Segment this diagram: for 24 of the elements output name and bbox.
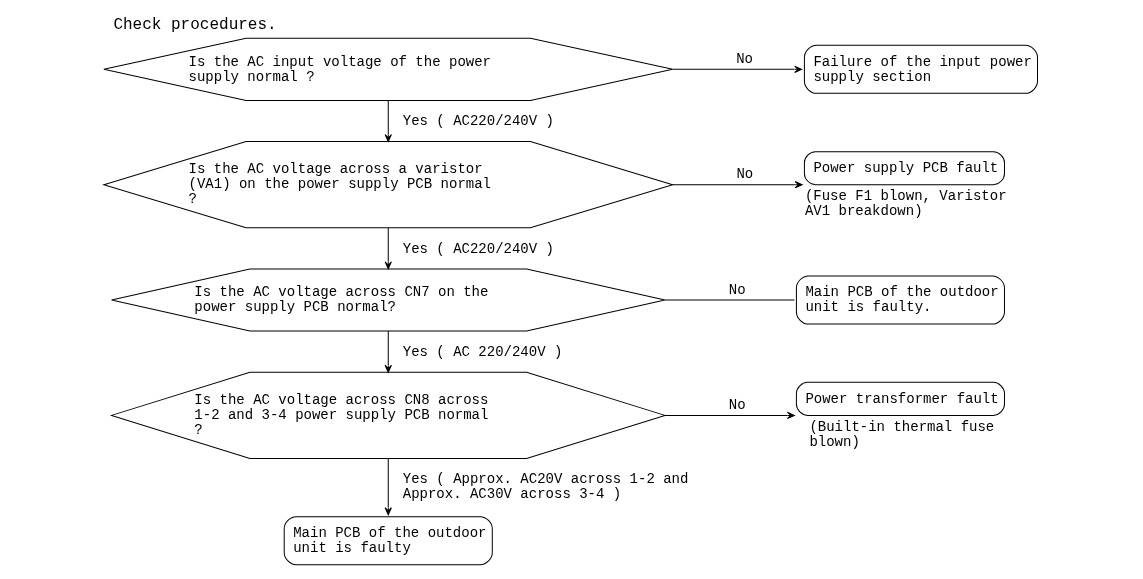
edge-label: No [736, 166, 754, 183]
node-box: Power transformer fault [795, 381, 1005, 416]
node-box: Failure of the input power supply section [803, 44, 1038, 94]
node-label: (Fuse F1 blown, Varistor AV1 breakdown) [804, 187, 1007, 219]
arrow [384, 330, 392, 373]
edge-label: Yes ( Approx. AC20V across 1-2 and Approx. AC30V across 3-4 ) [402, 470, 689, 502]
node-box: Power supply PCB fault [803, 151, 1005, 186]
edge-label: No [736, 51, 754, 68]
arrow [384, 227, 392, 270]
edge-label: Yes ( AC220/240V ) [402, 240, 554, 257]
node-box: Main PCB of the outdoor unit is faulty [283, 516, 493, 566]
arrow [384, 457, 392, 516]
arrow [664, 411, 795, 420]
connector [664, 299, 795, 301]
edge-label: Yes ( AC220/240V ) [402, 113, 554, 130]
diagram-title: Check procedures. [113, 16, 277, 35]
arrow [672, 181, 803, 189]
edge-label: No [728, 281, 746, 298]
node-label: (Built-in thermal fuse blown) [809, 418, 995, 450]
arrow [384, 99, 392, 142]
edge-label: No [728, 397, 746, 414]
node-box: Main PCB of the outdoor unit is faulty. [795, 275, 1005, 325]
edge-label: Yes ( AC 220/240V ) [402, 343, 563, 360]
arrow [672, 65, 803, 73]
